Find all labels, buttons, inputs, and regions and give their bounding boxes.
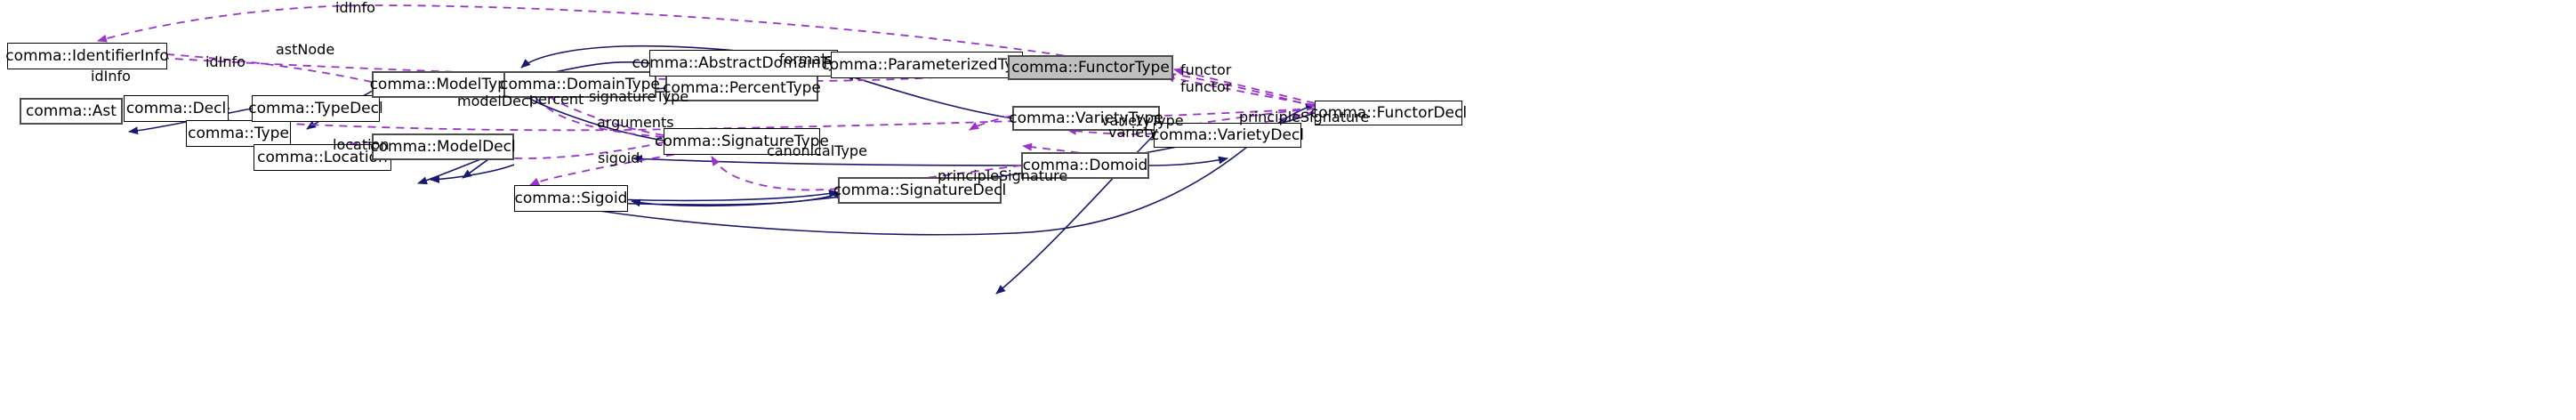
class-node-domoid[interactable]: comma::Domoid (1021, 152, 1149, 179)
edge-label-l-signaturetype: signatureType (589, 88, 689, 105)
class-node-typedecl[interactable]: comma::TypeDecl (248, 95, 383, 122)
edge-label-l-idinfo-left: idInfo (91, 68, 131, 85)
class-node-label: comma::SignatureDecl (833, 181, 1007, 199)
edge-label-l-variety: variety (1108, 124, 1158, 141)
edge-label-l-functor-2: functor (1180, 78, 1232, 95)
edge-label-l-idinfo-mid: idInfo (205, 53, 246, 70)
class-node-type[interactable]: comma::Type (186, 120, 291, 147)
class-node-label: comma::IdentifierInfo (5, 46, 169, 65)
class-node-label: comma::FunctorDecl (1309, 103, 1468, 122)
class-node-label: comma::Location (257, 148, 388, 166)
class-node-signaturetype[interactable]: comma::SignatureType (655, 128, 829, 155)
class-node-label: comma::ModelType (369, 75, 517, 93)
class-node-ast[interactable]: comma::Ast (20, 98, 123, 125)
class-node-label: comma::TypeDecl (248, 99, 383, 117)
class-node-label: comma::PercentType (663, 78, 821, 97)
class-node-label: comma::AbstractDomainType (632, 53, 856, 72)
class-node-label: comma::Ast (26, 101, 117, 120)
edge-label-l-idinfo-top: idInfo (335, 0, 375, 16)
class-node-functortype[interactable]: comma::FunctorType (1008, 55, 1173, 80)
class-node-label: comma::Domoid (1022, 156, 1148, 174)
class-node-sigoid[interactable]: comma::Sigoid (514, 185, 628, 212)
edge-label-l-formals: formals (779, 51, 833, 68)
class-node-modeldecl[interactable]: comma::ModelDecl (370, 133, 516, 160)
class-node-abstractdomaintype[interactable]: comma::AbstractDomainType (632, 50, 856, 77)
edge-label-l-modeldecl: modelDecl (457, 93, 534, 109)
class-node-parameterizedtype[interactable]: comma::ParameterizedType (821, 52, 1033, 78)
edge-label-l-canonicaltype: canonicalType (767, 142, 867, 159)
edge-label-l-sigoid: sigoid (598, 149, 640, 166)
class-node-label: comma::Type (188, 124, 289, 142)
class-node-label: comma::FunctorType (1011, 58, 1170, 77)
class-node-functordecl[interactable]: comma::FunctorDecl (1310, 101, 1467, 125)
edge-label-l-principlesig-1: principleSignature (938, 167, 1068, 184)
edge-label-l-arguments: arguments (597, 114, 674, 131)
edge-label-l-location: location (333, 136, 390, 153)
class-node-label: comma::SignatureType (655, 132, 829, 150)
class-node-label: comma::Decl (125, 99, 227, 117)
class-node-label: comma::Sigoid (514, 189, 628, 207)
class-node-location[interactable]: comma::Location (254, 144, 391, 171)
edge-label-l-varietytype: varietyType (1101, 112, 1184, 129)
class-node-decl[interactable]: comma::Decl (124, 95, 229, 122)
class-node-label: comma::ParameterizedType (821, 55, 1033, 74)
edge-label-l-astnode: astNode (276, 41, 335, 58)
class-node-label: comma::VarietyType (1009, 109, 1163, 127)
edge-label-l-principlesig-2: principleSignature (1239, 109, 1370, 125)
edge-label-l-functor-1: functor (1180, 61, 1232, 78)
class-node-label: comma::VarietyDecl (1151, 125, 1304, 144)
class-node-identifierinfo[interactable]: comma::IdentifierInfo (5, 43, 169, 69)
class-node-label: comma::ModelDecl (370, 137, 516, 156)
edge-label-l-percent: percent (529, 91, 584, 108)
class-node-varietytype[interactable]: comma::VarietyType (1009, 106, 1163, 131)
